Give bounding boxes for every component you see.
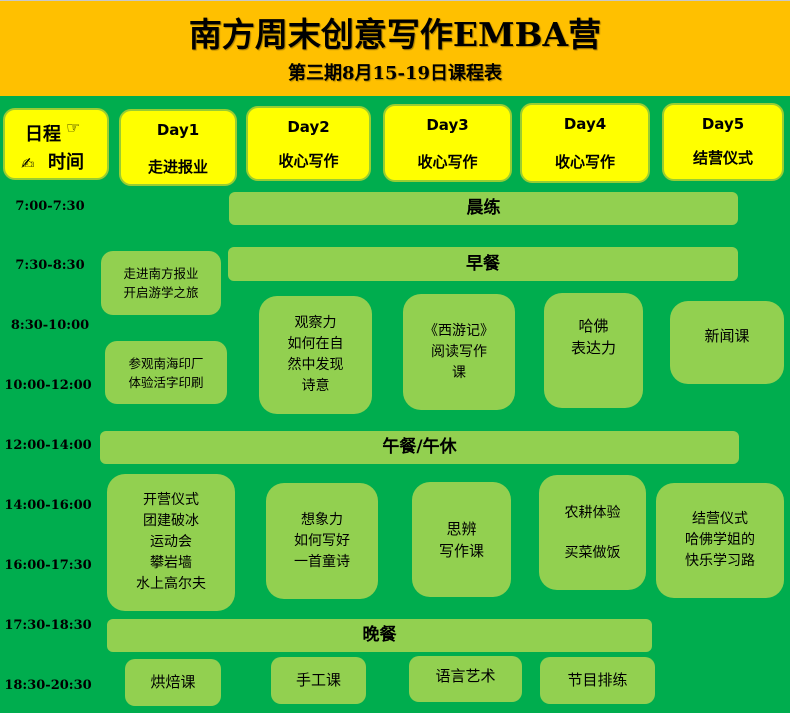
time-slot: 10:00-12:00 (4, 378, 92, 393)
activity-day1-morning-b: 参观南海印厂 体验活字印刷 (105, 341, 227, 404)
time-slot: 18:30-20:30 (4, 678, 92, 693)
breakfast-bar: 早餐 (228, 247, 738, 281)
activity-day2-morning: 观察力 如何在自 然中发现 诗意 (259, 296, 372, 414)
activity-day5-afternoon: 结营仪式 哈佛学姐的 快乐学习路 (656, 483, 784, 598)
day-header-2: Day2 收心写作 (246, 106, 371, 181)
time-slot: 7:30-8:30 (15, 258, 85, 273)
day-theme: 结营仪式 (692, 149, 753, 167)
page-header: 南方周末创意写作EMBA营 第三期8月15-19日课程表 (0, 0, 790, 96)
time-slot: 12:00-14:00 (4, 438, 92, 453)
dinner-bar: 晚餐 (107, 619, 652, 652)
activity-day2-afternoon: 想象力 如何写好 一首童诗 (266, 483, 378, 599)
activity-day5-morning: 新闻课 (670, 301, 784, 384)
day-theme: 走进报业 (147, 158, 208, 176)
pointing-hand-icon: ☞ (66, 118, 81, 137)
activity-day1-afternoon: 开营仪式 团建破冰 运动会 攀岩墙 水上高尔夫 (107, 474, 235, 611)
page-subtitle: 第三期8月15-19日课程表 (287, 63, 503, 84)
day-header-4: Day4 收心写作 (520, 103, 650, 183)
activity-day1-morning-a: 走进南方报业 开启游学之旅 (101, 251, 221, 315)
lunch-bar: 午餐/午休 (100, 431, 739, 464)
time-slot: 16:00-17:30 (4, 558, 92, 573)
day-label: Day3 (426, 116, 469, 134)
activity-day4-evening: 节目排练 (540, 657, 655, 704)
day-header-3: Day3 收心写作 (383, 104, 512, 182)
day-header-1: Day1 走进报业 (119, 109, 237, 186)
writing-hand-icon: ✍ (21, 154, 35, 173)
time-label: 时间 (48, 152, 84, 173)
day-theme: 收心写作 (278, 152, 339, 170)
time-slot: 14:00-16:00 (4, 498, 92, 513)
activity-day3-morning: 《西游记》 阅读写作 课 (403, 294, 515, 410)
day-label: Day5 (701, 115, 745, 133)
activity-day1-evening: 烘焙课 (125, 659, 221, 706)
day-label: Day4 (563, 115, 607, 133)
day-theme: 收心写作 (417, 153, 478, 171)
morning-exercise-bar: 晨练 (229, 192, 738, 225)
activity-day2-evening: 手工课 (271, 657, 366, 704)
activity-day4-afternoon: 农耕体验 买菜做饭 (539, 475, 646, 590)
day-label: Day1 (156, 121, 200, 139)
day-theme: 收心写作 (554, 153, 615, 171)
schedule-label: 日程 (25, 124, 61, 145)
time-slot: 7:00-7:30 (15, 199, 85, 214)
activity-day3-afternoon: 思辨 写作课 (412, 482, 511, 597)
page-title: 南方周末创意写作EMBA营 (188, 15, 602, 54)
day-label: Day2 (287, 118, 330, 136)
time-slot: 17:30-18:30 (4, 618, 92, 633)
schedule-time-corner: 日程 ☞ ✍ 时间 (3, 108, 109, 180)
day-header-5: Day5 结营仪式 (662, 103, 784, 181)
activity-day4-morning: 哈佛 表达力 (544, 293, 643, 408)
time-slot: 8:30-10:00 (10, 318, 90, 333)
activity-day3-evening: 语言艺术 (409, 656, 522, 702)
